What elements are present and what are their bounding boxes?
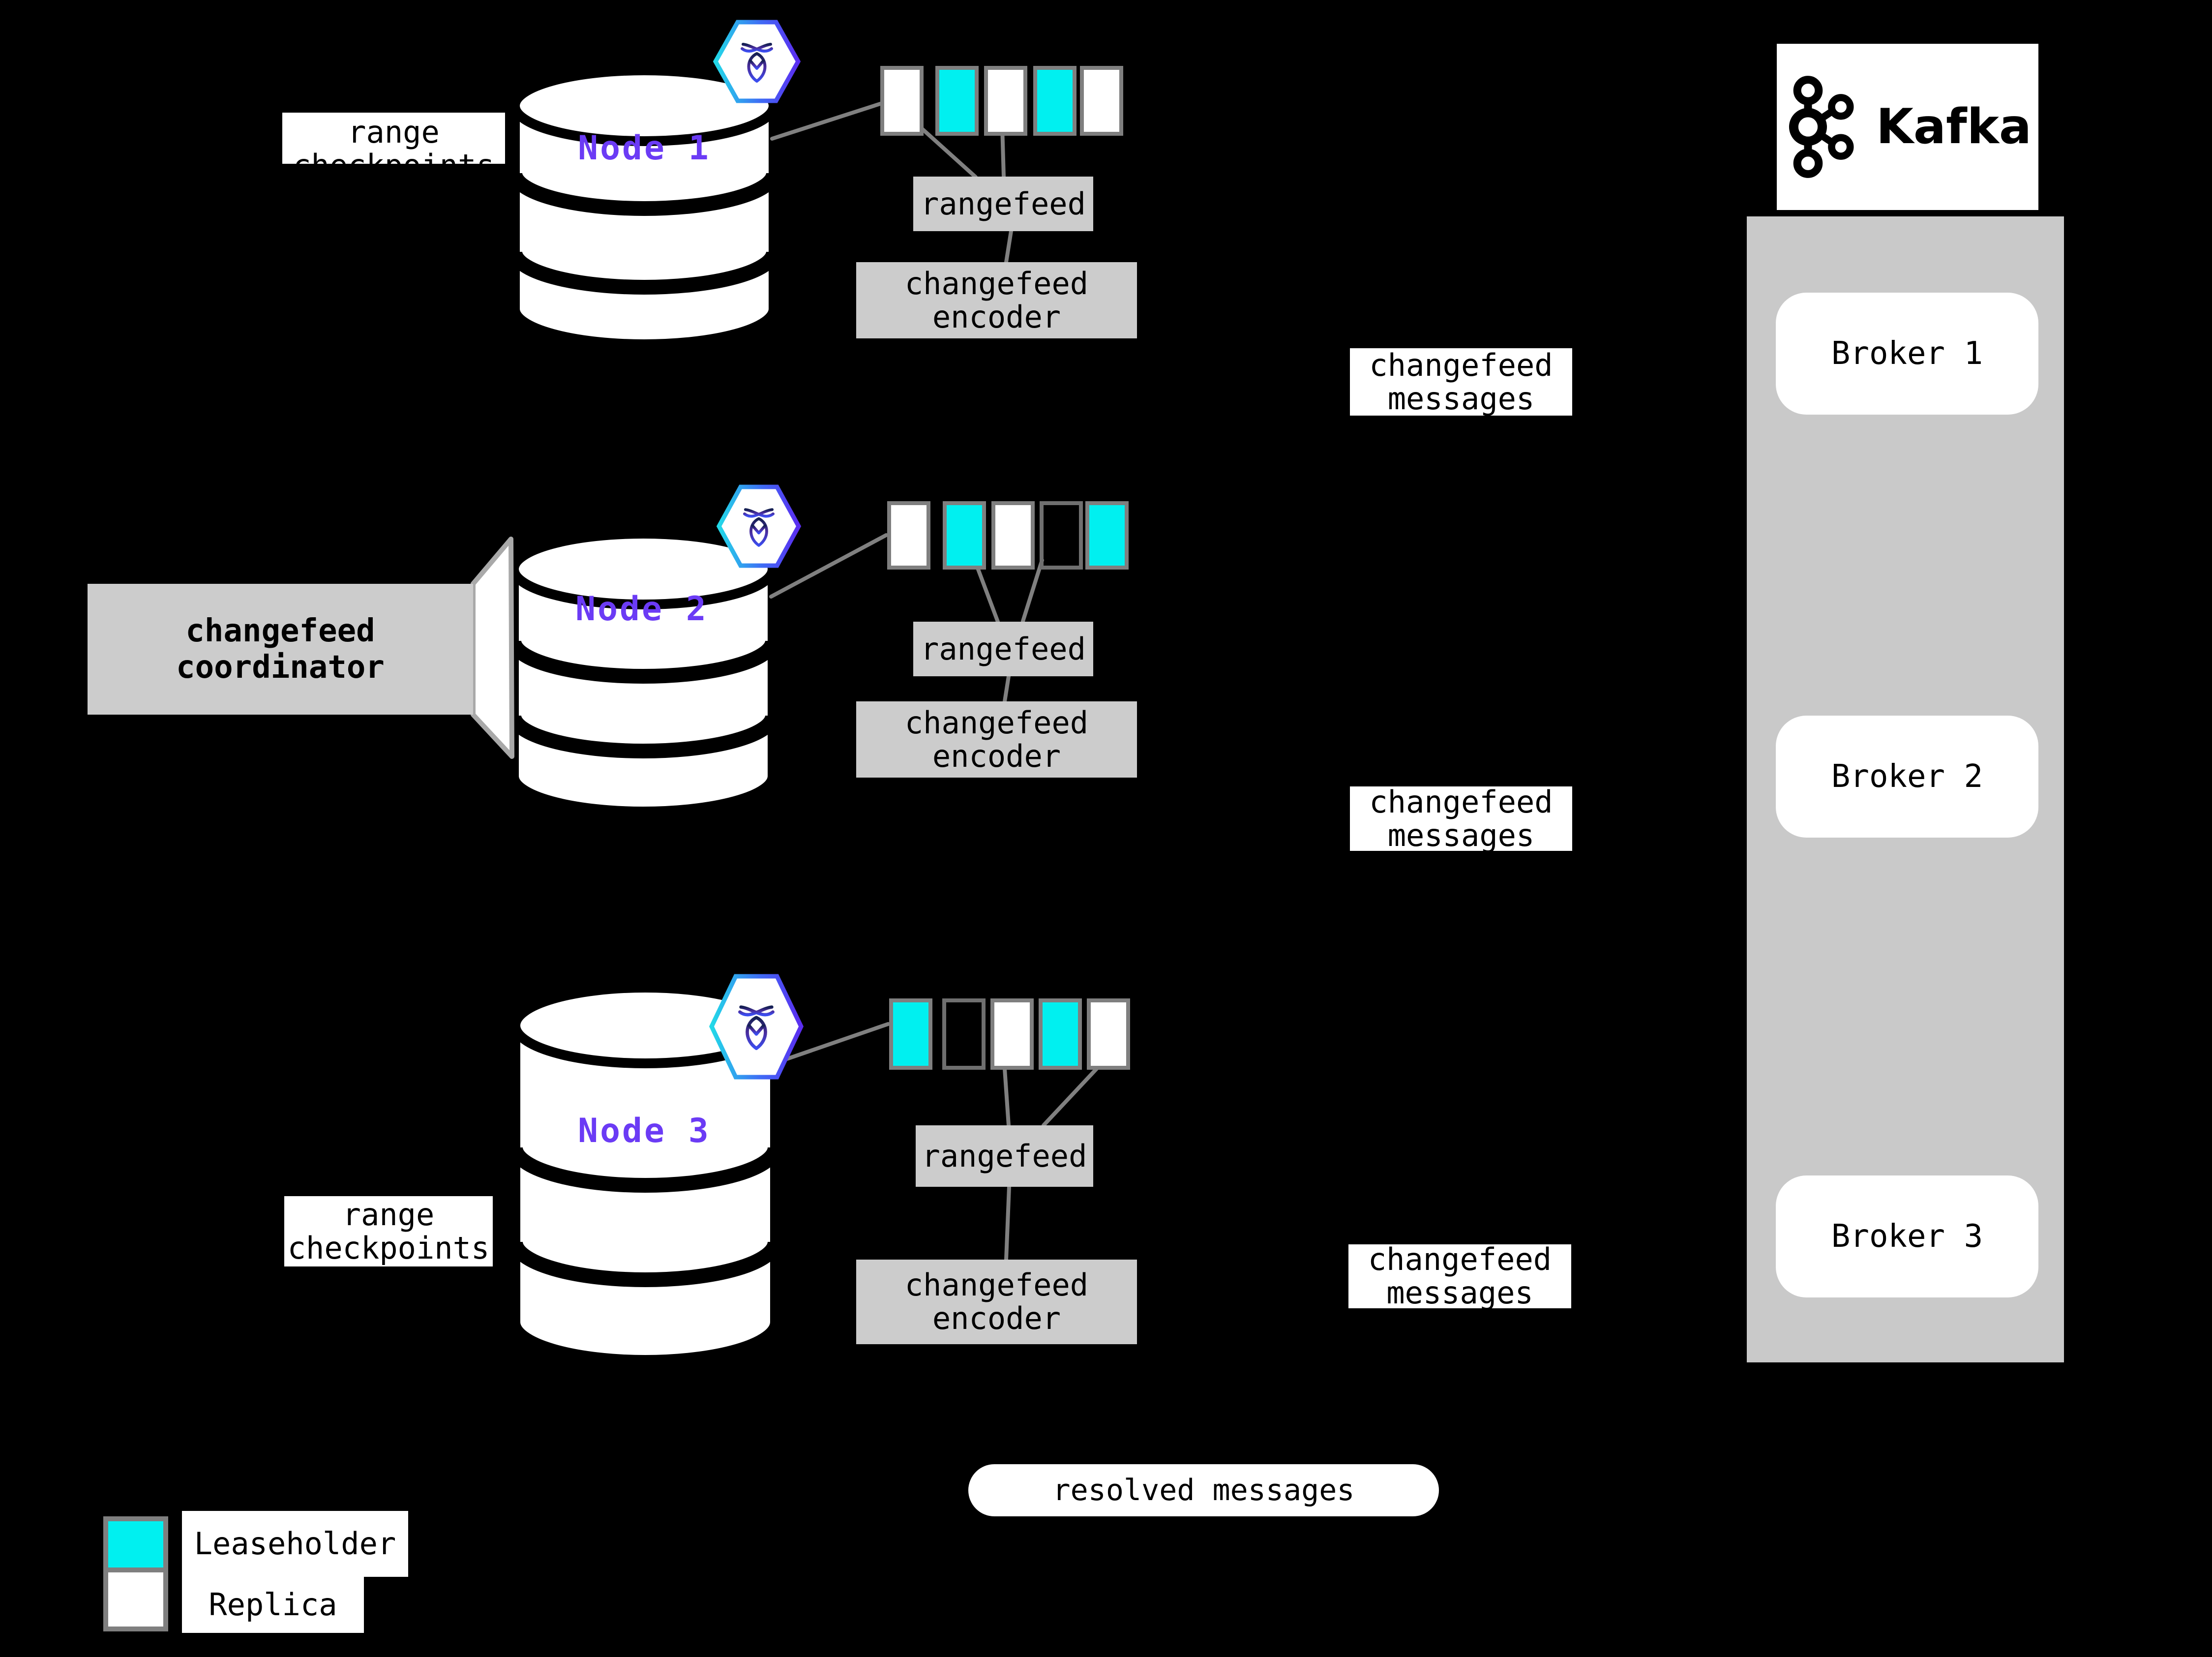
node1-title: Node 1 <box>578 129 711 168</box>
coordinator-pointer-wedge <box>471 537 514 759</box>
kafka-title: Kafka <box>1876 99 2032 155</box>
node2-title: Node 2 <box>575 590 708 629</box>
label-line: changefeed <box>1369 347 1553 383</box>
label-line: encoder <box>932 299 1061 335</box>
broker-label: Broker 3 <box>1831 1218 1983 1255</box>
range-box <box>943 501 986 570</box>
kafka-logo-icon <box>1789 76 1854 178</box>
legend-leaseholder-swatch <box>103 1516 168 1577</box>
range-box <box>880 66 924 136</box>
rangefeed-label: rangefeed <box>916 1125 1093 1187</box>
cockroachdb-hexagon-icon <box>709 974 804 1080</box>
node3-connectors <box>772 1022 1105 1262</box>
range-box <box>1039 998 1082 1070</box>
range-box <box>942 998 986 1070</box>
kafka-logo-box: Kafka <box>1777 44 2038 210</box>
label-line: messages <box>1387 817 1535 853</box>
broker-label: Broker 1 <box>1831 335 1983 372</box>
range-checkpoints-label: range checkpoints <box>282 113 505 164</box>
broker-box: Broker 3 <box>1776 1175 2038 1297</box>
range-box <box>990 998 1034 1070</box>
changefeed-encoder-label: changefeed encoder <box>856 1260 1137 1344</box>
broker-box: Broker 1 <box>1776 293 2038 415</box>
range-box <box>1033 66 1076 136</box>
range-box <box>889 998 932 1070</box>
rangefeed-label: rangefeed <box>913 622 1093 676</box>
node3-database-cylinder <box>508 983 782 1365</box>
label-line: range <box>342 1196 435 1233</box>
label-line: messages <box>1387 380 1535 417</box>
label-line: Leaseholder <box>194 1526 396 1562</box>
range-box <box>1080 66 1123 136</box>
changefeed-encoder-label: changefeed encoder <box>856 262 1137 338</box>
label-line: coordinator <box>176 649 385 686</box>
label-line: changefeed <box>1369 783 1553 820</box>
range-checkpoints-label: range checkpoints <box>284 1196 493 1266</box>
node2-database-cylinder <box>507 529 780 816</box>
range-box <box>984 66 1027 136</box>
label-line: changefeed <box>904 1267 1089 1303</box>
pill-label: resolved messages <box>1052 1473 1355 1507</box>
range-box <box>887 501 930 570</box>
node1-connectors <box>770 101 1013 264</box>
node1-database-cylinder <box>508 65 781 349</box>
range-box <box>935 66 979 136</box>
cockroachdb-hexagon-icon <box>713 20 801 103</box>
broker-box: Broker 2 <box>1776 716 2038 838</box>
label-line: changefeed <box>1368 1241 1552 1277</box>
label-line: checkpoints <box>293 149 495 164</box>
kafka-broker-panel: Broker 1 Broker 2 Broker 3 <box>1747 216 2064 1362</box>
label-line: Replica <box>209 1587 337 1623</box>
node3-title: Node 3 <box>578 1112 711 1150</box>
legend-leaseholder-label: Leaseholder <box>182 1511 408 1577</box>
label-line: checkpoints <box>287 1230 490 1266</box>
label-line: messages <box>1386 1275 1533 1311</box>
changefeed-encoder-label: changefeed encoder <box>856 701 1137 778</box>
changefeed-messages-label: changefeed messages <box>1350 348 1572 416</box>
range-box <box>991 501 1035 570</box>
label-line: changefeed <box>904 265 1089 301</box>
cockroachdb-hexagon-icon <box>716 484 802 568</box>
label-line: encoder <box>932 738 1061 774</box>
legend-replica-swatch <box>103 1567 168 1631</box>
label-line: encoder <box>932 1300 1061 1336</box>
range-box <box>1040 501 1083 570</box>
changefeed-coordinator-label: changefeed coordinator <box>88 584 473 715</box>
label-line: rangefeed <box>921 185 1086 222</box>
changefeed-messages-label: changefeed messages <box>1348 1241 1571 1311</box>
label-line: rangefeed <box>921 631 1086 667</box>
range-box <box>1087 998 1130 1070</box>
resolved-messages-pill: resolved messages <box>968 1464 1439 1516</box>
label-line: changefeed <box>904 704 1089 741</box>
label-line: changefeed <box>185 613 375 649</box>
legend-replica-label: Replica <box>182 1577 364 1633</box>
rangefeed-label: rangefeed <box>913 177 1093 231</box>
label-line: rangefeed <box>922 1138 1087 1174</box>
broker-label: Broker 2 <box>1831 758 1983 795</box>
label-line: range <box>348 114 440 150</box>
changefeed-messages-label: changefeed messages <box>1350 783 1572 853</box>
range-box <box>1085 501 1129 570</box>
node2-connectors <box>769 533 1044 703</box>
